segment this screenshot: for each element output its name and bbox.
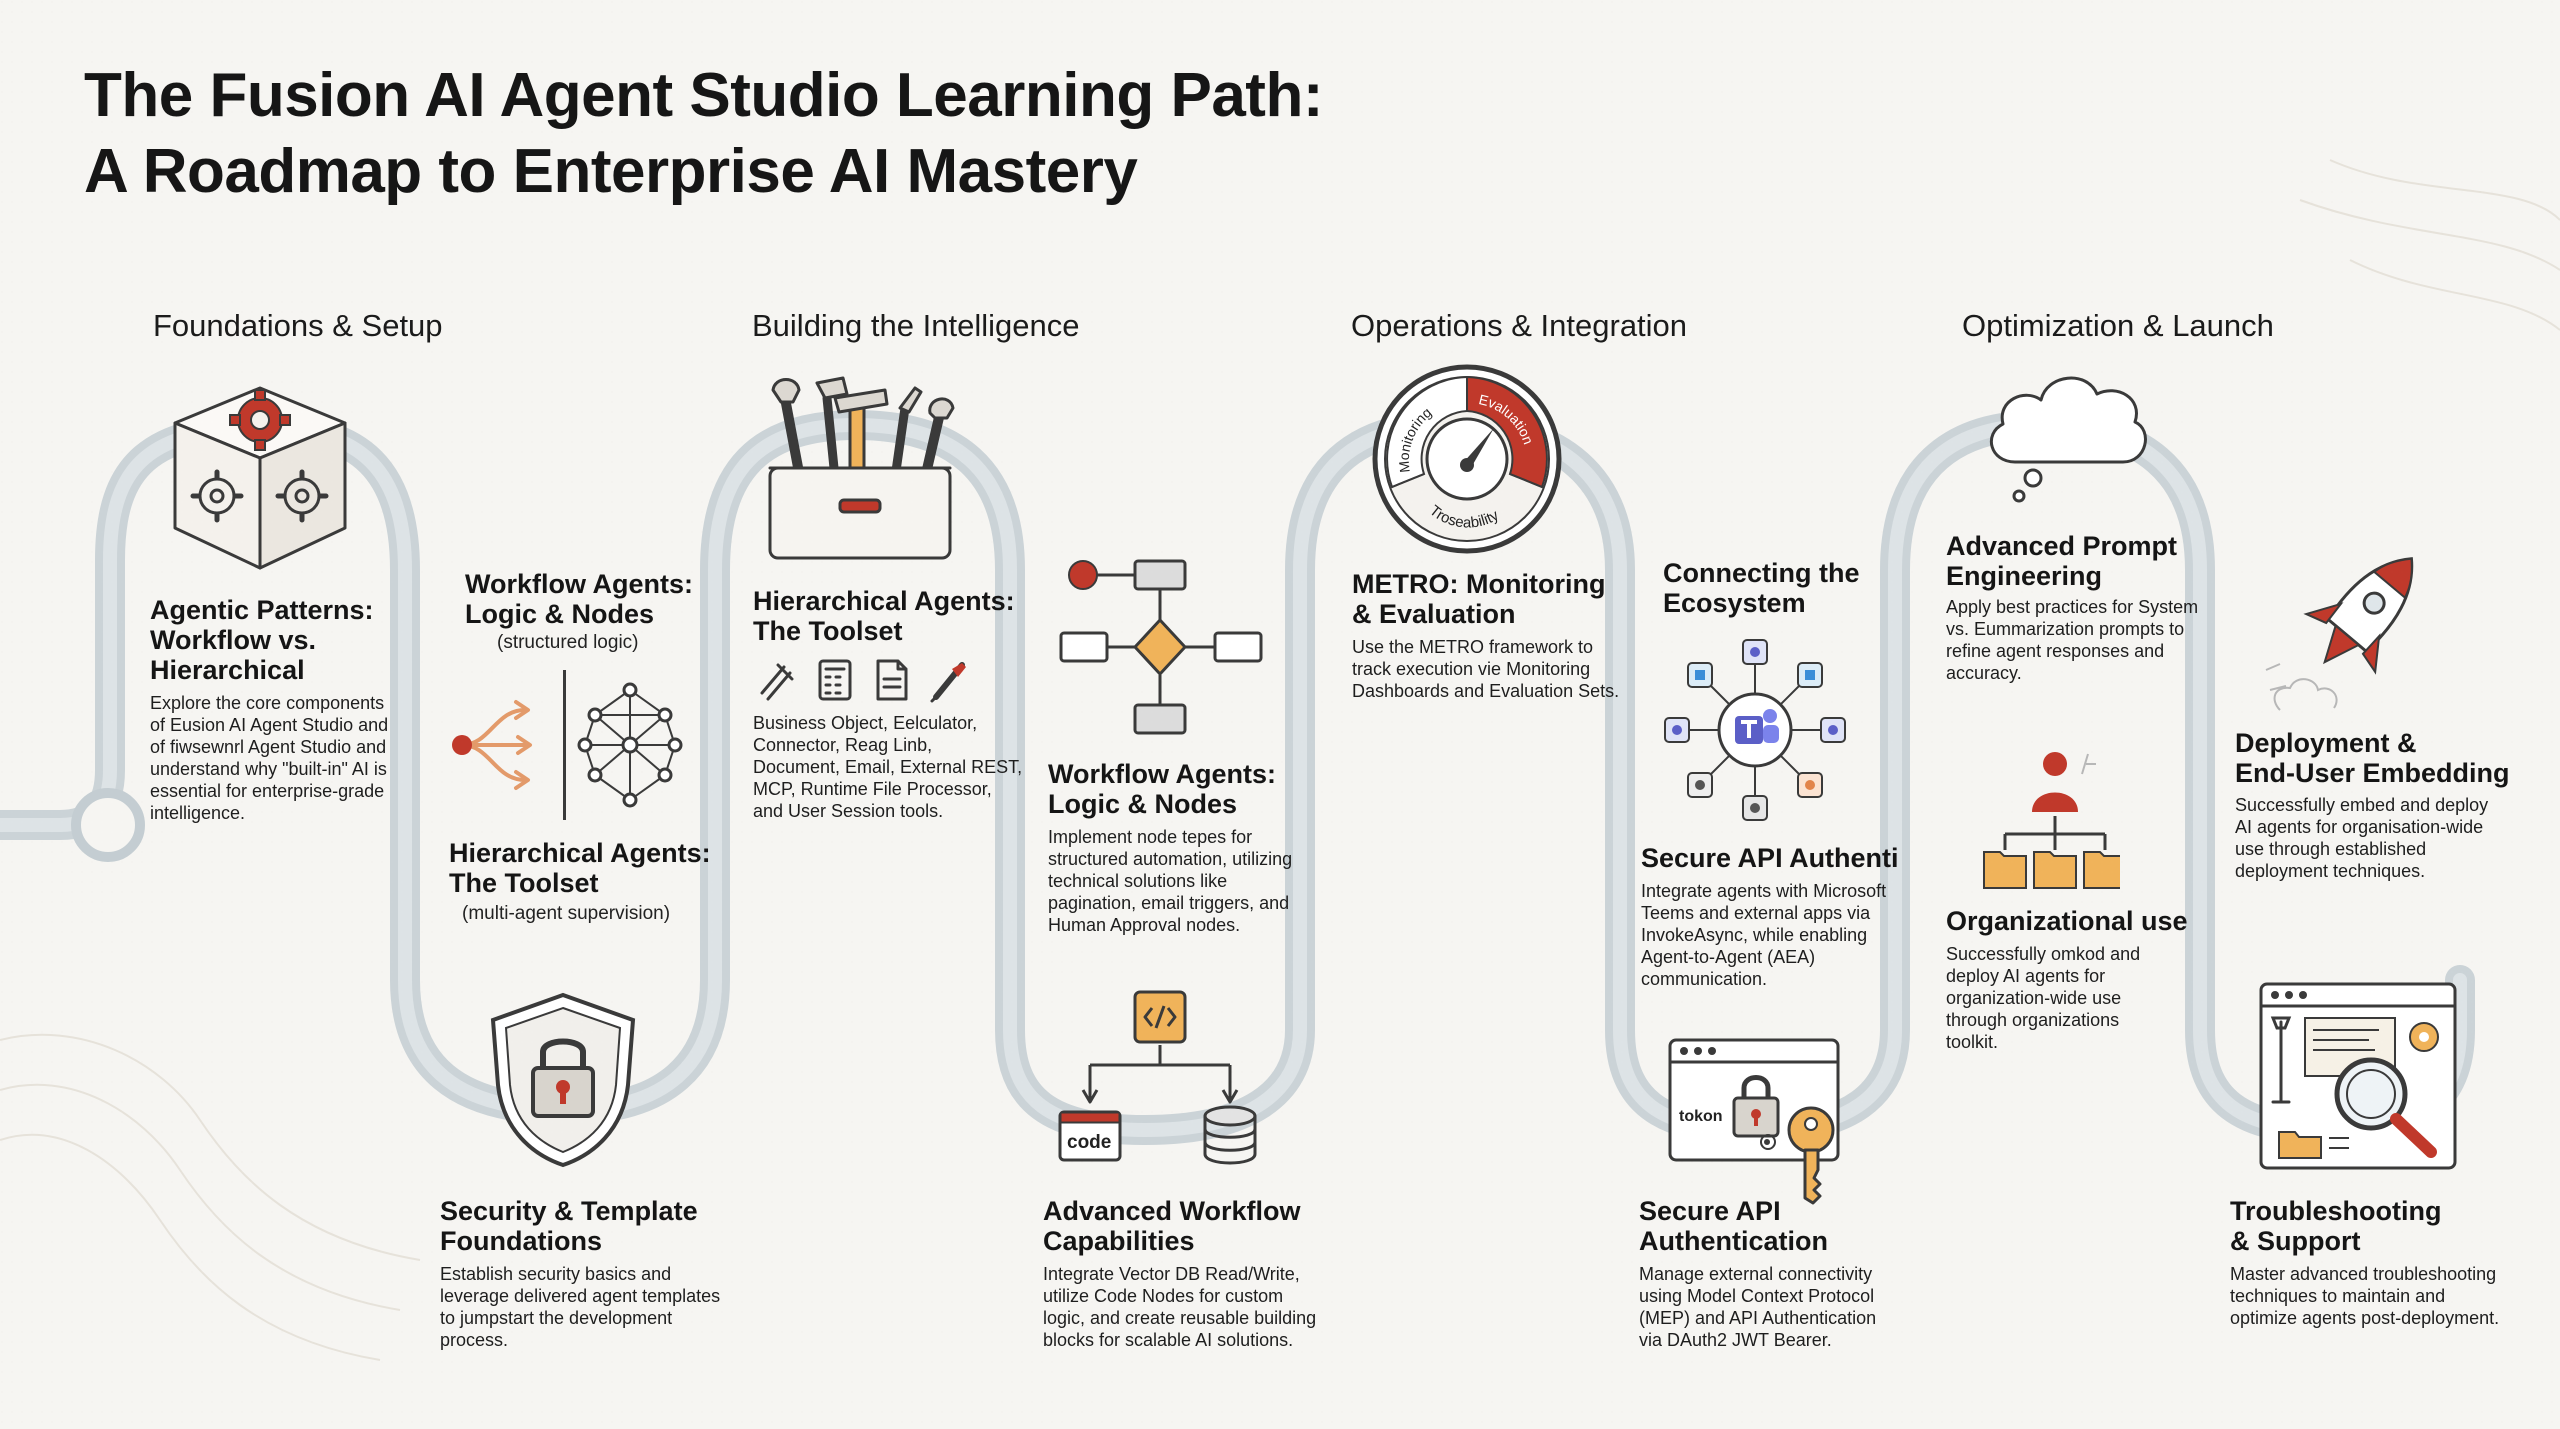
neural-network-icon <box>575 680 685 810</box>
branching-icon <box>450 690 560 800</box>
title-line-1: The Fusion AI Agent Studio Learning Path… <box>84 61 1323 130</box>
phase-operations: Operations & Integration <box>1351 308 1688 343</box>
hierarchical-agents-heading-1: Hierarchical Agents:The Toolset <box>449 838 711 898</box>
phase-foundations: Foundations & Setup <box>153 308 443 343</box>
flowchart-icon <box>1055 555 1265 745</box>
gear-cube-icon <box>165 368 355 578</box>
org-chart-icon <box>1970 742 2120 892</box>
cloud-icon <box>1975 362 2155 512</box>
workflow-agents-sub: (structured logic) <box>497 632 639 653</box>
hierarchical-agents-heading-2: Hierarchical Agents:The Toolset <box>753 586 1015 646</box>
workflow-agents-heading-1: Workflow Agents:Logic & Nodes <box>465 569 693 629</box>
page-title: The Fusion AI Agent Studio Learning Path… <box>84 58 1323 210</box>
code-node-icon <box>1055 990 1265 1170</box>
deployment-heading: Deployment &End-User Embedding <box>2235 728 2510 788</box>
secure-api-heading-1: Secure API Authenti <box>1641 843 1899 873</box>
phase-building: Building the Intelligence <box>752 308 1080 343</box>
rocket-icon <box>2260 540 2440 720</box>
code-node-label: code <box>1067 1132 1112 1153</box>
track-start-node <box>71 788 145 862</box>
title-line-2: A Roadmap to Enterprise AI Mastery <box>84 137 1138 206</box>
token-label: tokon <box>1679 1108 1723 1125</box>
advanced-workflow-description: Integrate Vector DB Read/Write,utilize C… <box>1043 1264 1317 1350</box>
metro-heading: METRO: Monitoring& Evaluation <box>1352 569 1606 629</box>
troubleshooting-heading: Troubleshooting& Support <box>2230 1196 2442 1256</box>
teams-hub-icon <box>1655 630 1855 830</box>
tools-row-icon <box>756 655 971 705</box>
phase-optimization: Optimization & Launch <box>1962 308 2274 343</box>
divider-line <box>563 670 566 820</box>
hierarchical-agents-tools-list: Business Object, Eelculator,Connector, R… <box>753 713 1023 821</box>
organizational-use-heading: Organizational use <box>1946 906 2188 936</box>
toolbox-icon <box>755 368 965 568</box>
troubleshoot-window-icon <box>2259 982 2459 1172</box>
hierarchical-agents-sub: (multi-agent supervision) <box>462 903 671 924</box>
workflow-agents-heading-2: Workflow Agents:Logic & Nodes <box>1048 759 1276 819</box>
shield-lock-icon <box>488 990 638 1170</box>
gauge-icon: Monitoring Evaluation Troseability <box>1370 362 1565 557</box>
agentic-heading: Agentic Patterns:Workflow vs.Hierarchica… <box>150 595 374 685</box>
token-key-icon <box>1668 1038 1848 1208</box>
